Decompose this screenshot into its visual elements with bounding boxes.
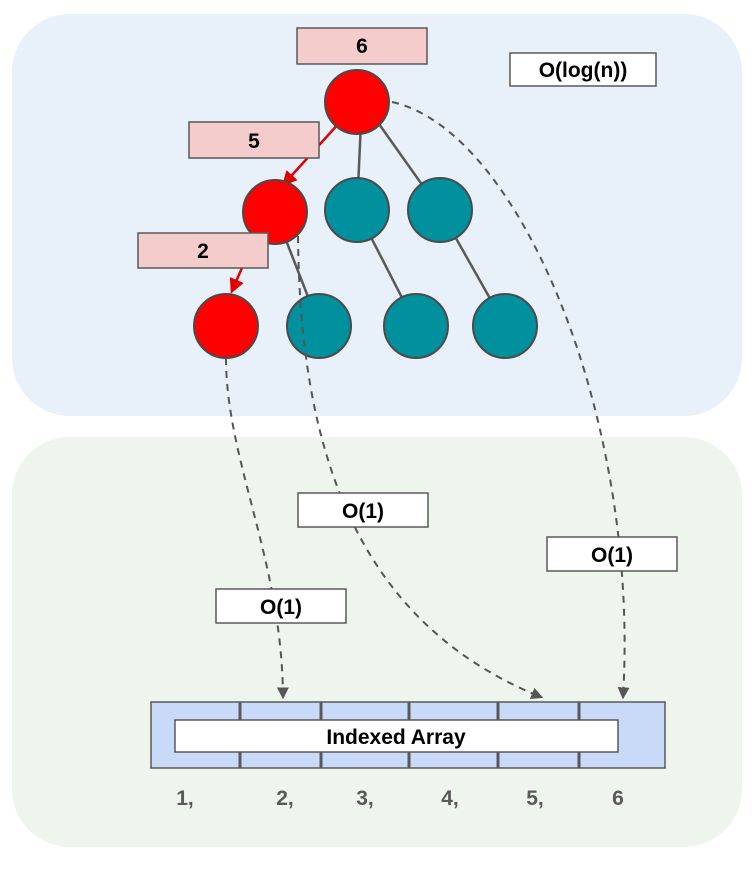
lookup-label-left: O(1) [260, 596, 302, 619]
mapping-curve-leaf-to-index-2 [225, 357, 289, 700]
node-leaf-b [286, 293, 352, 359]
tree-complexity-label: O(log(n)) [539, 59, 628, 82]
array-index-3: 3, [356, 787, 374, 810]
lookup-box-left: O(1) [215, 588, 347, 624]
value-box-root: 6 [296, 27, 428, 65]
value-label-leaf: 2 [197, 240, 209, 263]
array-label: Indexed Array [326, 726, 466, 749]
array-indices: 1, 2, 3, 4, 5, 6 [176, 787, 624, 810]
node-leaf-path [193, 293, 259, 359]
mapping-curve-root-to-index-6 [391, 101, 630, 700]
node-leaf-c [383, 293, 449, 359]
value-box-level1: 5 [188, 121, 320, 159]
tree-nodes [193, 69, 538, 359]
value-label-root: 6 [356, 35, 368, 58]
value-label-level1: 5 [248, 130, 260, 153]
node-leaf-d [472, 293, 538, 359]
value-box-leaf: 2 [137, 232, 269, 269]
node-level1-path [242, 179, 308, 245]
array-index-5: 5, [526, 787, 544, 810]
mapping-curves [225, 101, 630, 700]
array-index-4: 4, [441, 787, 459, 810]
lookup-box-middle: O(1) [297, 492, 429, 528]
array-index-1: 1, [176, 787, 194, 810]
lookup-box-right: O(1) [546, 536, 678, 572]
mapping-curve-child-to-index-5 [297, 235, 544, 699]
node-root [324, 69, 390, 135]
array-index-6: 6 [612, 787, 624, 810]
node-level1-b [324, 177, 390, 243]
array-label-box [174, 719, 619, 753]
lookup-label-middle: O(1) [342, 500, 384, 523]
tree-complexity-box: O(log(n)) [509, 52, 657, 87]
lookup-label-right: O(1) [591, 544, 633, 567]
indexed-array: Indexed Array [150, 701, 666, 769]
node-level1-c [407, 177, 473, 243]
array-index-2: 2, [276, 787, 294, 810]
